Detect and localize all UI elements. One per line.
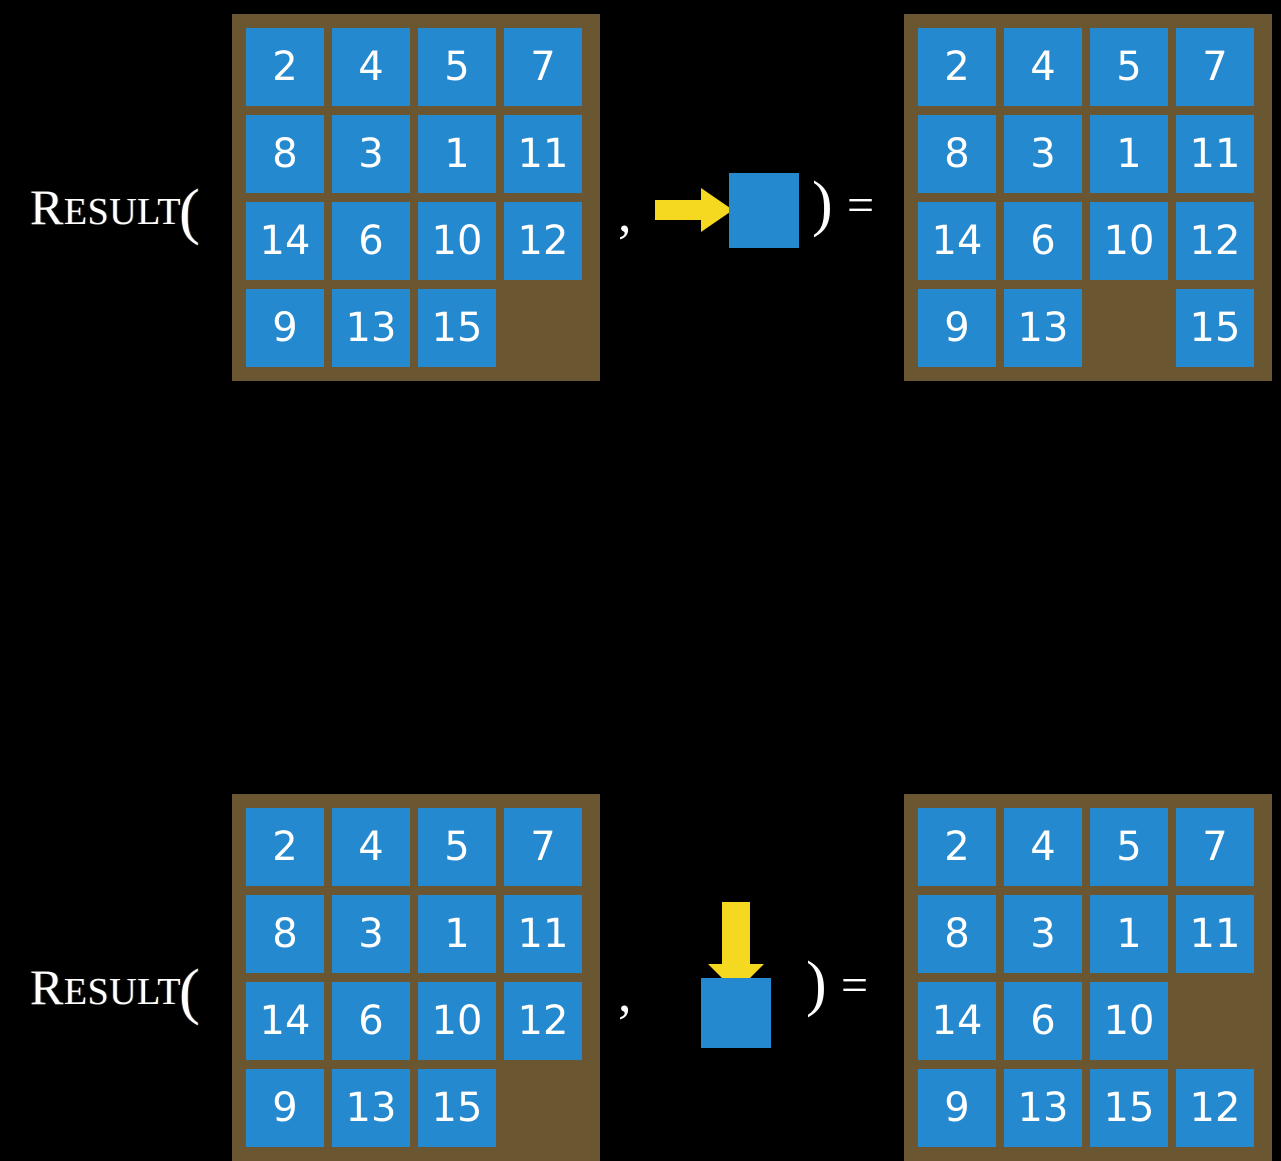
tile[interactable]: 3 (1004, 895, 1082, 973)
tile[interactable]: 8 (246, 115, 324, 193)
tile[interactable]: 7 (1176, 808, 1254, 886)
tile[interactable]: 1 (1090, 115, 1168, 193)
tile[interactable]: 12 (1176, 202, 1254, 280)
input-board-2[interactable]: 2 4 5 7 8 3 1 11 14 6 10 12 9 13 15 (232, 794, 600, 1161)
tile[interactable]: 8 (918, 115, 996, 193)
tile[interactable]: 9 (918, 289, 996, 367)
tile[interactable]: 5 (418, 28, 496, 106)
tile[interactable]: 15 (418, 289, 496, 367)
tile[interactable]: 1 (418, 115, 496, 193)
tile[interactable]: 12 (504, 202, 582, 280)
tile[interactable]: 12 (504, 982, 582, 1060)
tile[interactable]: 7 (504, 808, 582, 886)
tile[interactable]: 6 (1004, 982, 1082, 1060)
board-grid: 2 4 5 7 8 3 1 11 14 6 10 12 9 13 15 (246, 28, 586, 367)
tile[interactable]: 8 (918, 895, 996, 973)
empty-cell[interactable] (504, 1069, 582, 1147)
arrow-right-icon (655, 186, 735, 239)
output-board-2[interactable]: 2 4 5 7 8 3 1 11 14 6 10 9 13 15 12 (904, 794, 1272, 1161)
tile[interactable]: 14 (918, 202, 996, 280)
tile[interactable]: 4 (332, 28, 410, 106)
tile[interactable]: 2 (246, 808, 324, 886)
tile[interactable]: 15 (418, 1069, 496, 1147)
result-equation-row-1: RESULT( 2 4 5 7 8 3 1 11 14 6 10 12 9 13… (0, 0, 1281, 390)
tile[interactable]: 14 (246, 202, 324, 280)
result-label-rest: ESULT (63, 191, 182, 233)
equals-sign: = (847, 179, 875, 232)
tile[interactable]: 2 (246, 28, 324, 106)
tile[interactable]: 3 (332, 115, 410, 193)
tile[interactable]: 7 (504, 28, 582, 106)
tile[interactable]: 10 (1090, 982, 1168, 1060)
tile[interactable]: 10 (418, 982, 496, 1060)
tile[interactable]: 3 (1004, 115, 1082, 193)
empty-cell[interactable] (1090, 289, 1168, 367)
tile[interactable]: 12 (1176, 1069, 1254, 1147)
tile[interactable]: 13 (1004, 1069, 1082, 1147)
result-label-initial: R (30, 179, 64, 235)
tile[interactable]: 10 (1090, 202, 1168, 280)
tile[interactable]: 5 (1090, 28, 1168, 106)
tile[interactable]: 13 (332, 289, 410, 367)
tile[interactable]: 6 (332, 982, 410, 1060)
tile[interactable]: 3 (332, 895, 410, 973)
tile[interactable]: 1 (418, 895, 496, 973)
tile[interactable]: 11 (504, 115, 582, 193)
tile[interactable]: 5 (418, 808, 496, 886)
tile[interactable]: 14 (246, 982, 324, 1060)
tile[interactable]: 9 (246, 1069, 324, 1147)
close-paren: ) (812, 170, 833, 238)
blank-tile-square[interactable] (729, 173, 799, 248)
input-board-1[interactable]: 2 4 5 7 8 3 1 11 14 6 10 12 9 13 15 (232, 14, 600, 381)
tile[interactable]: 5 (1090, 808, 1168, 886)
tile[interactable]: 11 (1176, 115, 1254, 193)
result-equation-row-2: RESULT( 2 4 5 7 8 3 1 11 14 6 10 12 9 13… (0, 390, 1281, 1161)
tile[interactable]: 1 (1090, 895, 1168, 973)
tile[interactable]: 9 (918, 1069, 996, 1147)
tile[interactable]: 9 (246, 289, 324, 367)
board-grid: 2 4 5 7 8 3 1 11 14 6 10 12 9 13 15 (918, 28, 1258, 367)
result-label-rest: ESULT (63, 971, 182, 1013)
tile[interactable]: 6 (1004, 202, 1082, 280)
tile[interactable]: 10 (418, 202, 496, 280)
tile[interactable]: 11 (504, 895, 582, 973)
result-function-label-1: RESULT( (30, 173, 202, 243)
board-grid: 2 4 5 7 8 3 1 11 14 6 10 9 13 15 12 (918, 808, 1258, 1147)
tile[interactable]: 15 (1176, 289, 1254, 367)
tile[interactable]: 7 (1176, 28, 1254, 106)
tile[interactable]: 14 (918, 982, 996, 1060)
tile[interactable]: 4 (1004, 808, 1082, 886)
open-paren: ( (179, 958, 200, 1026)
result-label-initial: R (30, 959, 64, 1015)
tile[interactable]: 11 (1176, 895, 1254, 973)
tile[interactable]: 2 (918, 28, 996, 106)
output-board-1[interactable]: 2 4 5 7 8 3 1 11 14 6 10 12 9 13 15 (904, 14, 1272, 381)
empty-cell[interactable] (504, 289, 582, 367)
result-function-label-2: RESULT( (30, 953, 202, 1023)
tile[interactable]: 4 (332, 808, 410, 886)
comma-separator: , (618, 963, 632, 1023)
tile[interactable]: 13 (1004, 289, 1082, 367)
tile[interactable]: 6 (332, 202, 410, 280)
open-paren: ( (179, 178, 200, 246)
tile[interactable]: 13 (332, 1069, 410, 1147)
tile[interactable]: 15 (1090, 1069, 1168, 1147)
empty-cell[interactable] (1176, 982, 1254, 1060)
tile[interactable]: 2 (918, 808, 996, 886)
blank-tile-square[interactable] (701, 978, 771, 1048)
tile[interactable]: 4 (1004, 28, 1082, 106)
equals-sign: = (841, 959, 869, 1012)
board-grid: 2 4 5 7 8 3 1 11 14 6 10 12 9 13 15 (246, 808, 586, 1147)
comma-separator: , (618, 183, 632, 243)
close-paren: ) (806, 950, 827, 1018)
tile[interactable]: 8 (246, 895, 324, 973)
